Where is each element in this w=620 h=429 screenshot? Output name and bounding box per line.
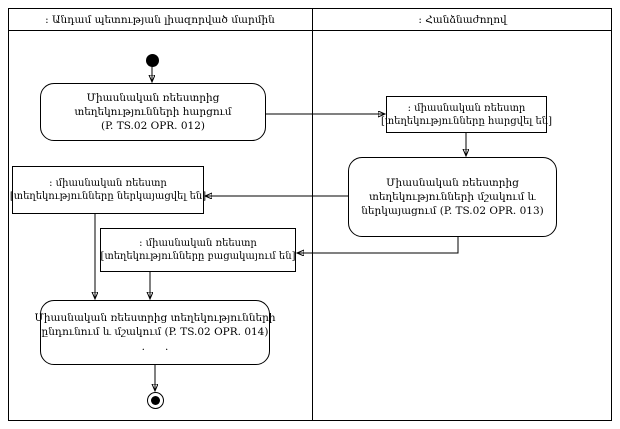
object-label-line: [տեղեկությունները բացակայում են] <box>100 251 296 262</box>
action-label-line: Միասնական ռեեստրից <box>86 91 220 104</box>
lane-title-text: : Հանձնաժողով <box>418 13 507 26</box>
action-label-line: ընդունում և մշակում (P. TS.02 OPR. 014) <box>41 326 269 339</box>
swimlane-divider <box>312 8 313 421</box>
initial-node <box>146 54 159 67</box>
object-label-line: [տեղեկությունները հարցվել են] <box>380 115 553 127</box>
final-node <box>147 392 164 409</box>
lane-header-commission: : Հանձնաժողով <box>313 9 612 30</box>
lane-header-member-state: : Անդամ պետության լիազորված մարմին <box>8 9 312 30</box>
object-register-requested: : միասնական ռեեստր [տեղեկությունները հար… <box>381 96 552 133</box>
action-request-info: Միասնական ռեեստրից տեղեկությունների հարց… <box>40 83 266 141</box>
final-node-core <box>151 396 160 405</box>
object-register-presented: : միասնական ռեեստր [տեղեկությունները ներ… <box>9 166 207 214</box>
object-label-line: : միասնական ռեեստր <box>407 102 526 114</box>
action-label-line: Միասնական ռեեստրից <box>386 176 519 189</box>
action-label-line: (P. TS.02 OPR. 012) <box>101 120 205 133</box>
lane-header-separator <box>8 30 612 31</box>
object-register-missing: : միասնական ռեեստր [տեղեկությունները բաց… <box>100 228 296 272</box>
action-label-line: Միասնական ռեեստրից տեղեկությունների <box>34 312 276 325</box>
object-label-line: [տեղեկությունները ներկայացվել են] <box>9 191 207 202</box>
diagram-frame <box>8 8 612 421</box>
lane-title-text: : Անդամ պետության լիազորված մարմին <box>45 13 275 26</box>
object-label-line: : միասնական ռեեստր <box>139 238 257 249</box>
action-receive-process-info: Միասնական ռեեստրից տեղեկությունների ընդո… <box>34 300 276 365</box>
action-label-line: տեղեկությունների մշակում և <box>369 190 536 203</box>
action-process-present-info: Միասնական ռեեստրից տեղեկությունների մշակ… <box>348 157 557 237</box>
action-label-line: տեղեկությունների հարցում <box>74 105 232 118</box>
action-label-line: ներկայացում (P. TS.02 OPR. 013) <box>361 205 544 218</box>
object-label-line: : միասնական ռեեստր <box>49 178 167 189</box>
action-label-line: . . <box>141 340 169 353</box>
